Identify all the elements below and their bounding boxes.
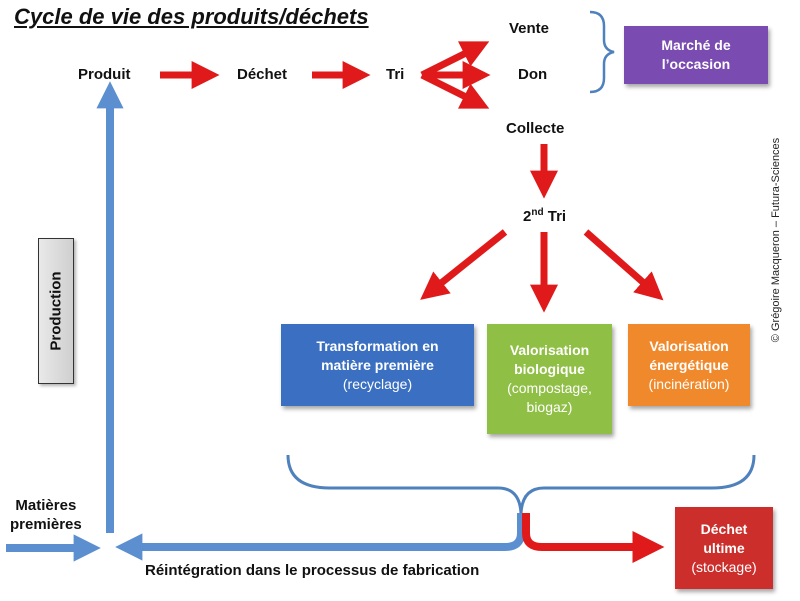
arrow-tri-vente	[420, 41, 490, 79]
box-valorisation-biologique: Valorisation biologique (compostage, bio…	[487, 324, 612, 434]
box-dechet-ultime: Déchet ultime (stockage)	[675, 507, 773, 589]
ultime-line2: ultime	[703, 539, 745, 556]
arrow-tri2-recyclage	[420, 229, 508, 300]
second-tri-word: Tri	[543, 208, 567, 225]
bio-line2: biologique	[514, 361, 585, 377]
second-tri-superscript: nd	[531, 207, 544, 218]
box-marche-occasion: Marché de l’occasion	[624, 26, 768, 84]
node-second-tri: 2nd Tri	[523, 207, 566, 225]
label-reintegration: Réintégration dans le processus de fabri…	[145, 562, 480, 579]
ultime-line1: Déchet	[700, 520, 748, 537]
marche-line2: l’occasion	[661, 56, 731, 72]
marche-line1: Marché de	[661, 37, 731, 53]
ultime-line3: (stockage)	[691, 558, 757, 575]
box-valorisation-energetique: Valorisation énergétique (incinération)	[628, 324, 750, 406]
matieres-line1: Matières	[15, 497, 77, 514]
node-vente: Vente	[509, 20, 550, 37]
energie-line3: (incinération)	[648, 375, 730, 392]
recyclage-line3: (recyclage)	[342, 375, 413, 392]
node-dechet: Déchet	[237, 66, 288, 83]
page-title: Cycle de vie des produits/déchets	[14, 4, 369, 29]
brace-bottom	[286, 454, 756, 515]
brace-occasion	[589, 10, 615, 94]
bio-line4: biogaz)	[526, 399, 573, 415]
second-tri-number: 2	[523, 208, 532, 225]
energie-line2: énergétique	[649, 356, 729, 373]
recyclage-line2: matière première	[321, 356, 434, 373]
node-produit: Produit	[78, 66, 131, 83]
production-box: Production	[38, 238, 74, 384]
bio-line1: Valorisation	[509, 342, 590, 358]
arrow-tri-collecte	[420, 71, 490, 109]
arrow-dechet-ultime	[522, 513, 665, 563]
copyright-credit: © Grégoire Macqueron – Futura-Sciences	[770, 137, 782, 343]
node-don: Don	[518, 66, 548, 83]
matieres-line2: premières	[10, 516, 82, 533]
box-recyclage: Transformation en matière première (recy…	[281, 324, 474, 406]
bio-line3: (compostage,	[507, 380, 592, 396]
production-label: Production	[47, 271, 65, 351]
arrow-reintegration	[115, 513, 525, 561]
arrow-tri2-energie	[583, 229, 664, 301]
recyclage-line1: Transformation en	[316, 337, 439, 354]
node-matieres-premieres: Matières premières	[10, 496, 82, 534]
node-tri: Tri	[386, 66, 405, 83]
node-collecte: Collecte	[506, 120, 565, 137]
energie-line1: Valorisation	[649, 337, 729, 354]
